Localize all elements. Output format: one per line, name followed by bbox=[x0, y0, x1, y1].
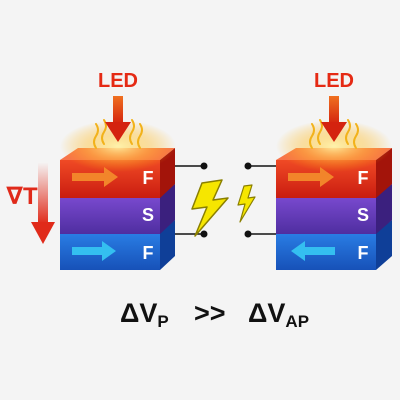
left-layer-bottom-label: F bbox=[143, 243, 154, 263]
voltage-comparison-formula: ΔVP >> ΔVAP bbox=[0, 292, 400, 340]
right-bottom-contact-wire bbox=[244, 230, 276, 238]
left-led-rays-icon bbox=[93, 119, 143, 149]
antiparallel-voltage-term: ΔVAP bbox=[248, 298, 309, 332]
right-led-arrow-icon bbox=[321, 96, 347, 142]
left-layer-spacer-label: S bbox=[142, 205, 154, 225]
parallel-voltage-subscript: P bbox=[157, 312, 169, 331]
temperature-gradient-arrow-icon bbox=[31, 162, 55, 244]
left-led-glow bbox=[60, 120, 176, 172]
right-top-contact-wire bbox=[244, 162, 276, 170]
temperature-gradient-label: ∇T bbox=[6, 183, 38, 210]
much-greater-than-sign: >> bbox=[194, 298, 226, 328]
large-lightning-bolt-icon bbox=[191, 179, 229, 237]
left-bottom-arrow-icon bbox=[72, 241, 116, 261]
left-top-arrow-icon bbox=[72, 167, 118, 187]
small-lightning-bolt-icon bbox=[237, 184, 256, 223]
right-top-arrow-icon bbox=[288, 167, 334, 187]
antiparallel-voltage-symbol: ΔV bbox=[248, 298, 286, 328]
left-led-arrow-icon bbox=[105, 96, 131, 142]
left-top-contact-wire bbox=[175, 162, 208, 170]
right-led-rays-icon bbox=[309, 119, 359, 149]
right-bottom-arrow-icon bbox=[291, 241, 335, 261]
right-stack: F S F LED bbox=[244, 70, 392, 270]
left-bottom-contact-wire bbox=[175, 230, 208, 238]
left-layer-top-label: F bbox=[143, 168, 154, 188]
right-led-label: LED bbox=[314, 70, 354, 92]
antiparallel-voltage-subscript: AP bbox=[285, 312, 310, 331]
parallel-voltage-symbol: ΔV bbox=[120, 298, 158, 328]
left-led-label: LED bbox=[98, 70, 138, 92]
right-layer-top-label: F bbox=[358, 168, 369, 188]
parallel-voltage-term: ΔVP bbox=[120, 298, 169, 332]
right-led-glow bbox=[276, 120, 392, 172]
right-layer-bottom-label: F bbox=[358, 243, 369, 263]
right-layer-spacer-label: S bbox=[357, 205, 369, 225]
left-stack: F S F LED bbox=[6, 70, 208, 270]
